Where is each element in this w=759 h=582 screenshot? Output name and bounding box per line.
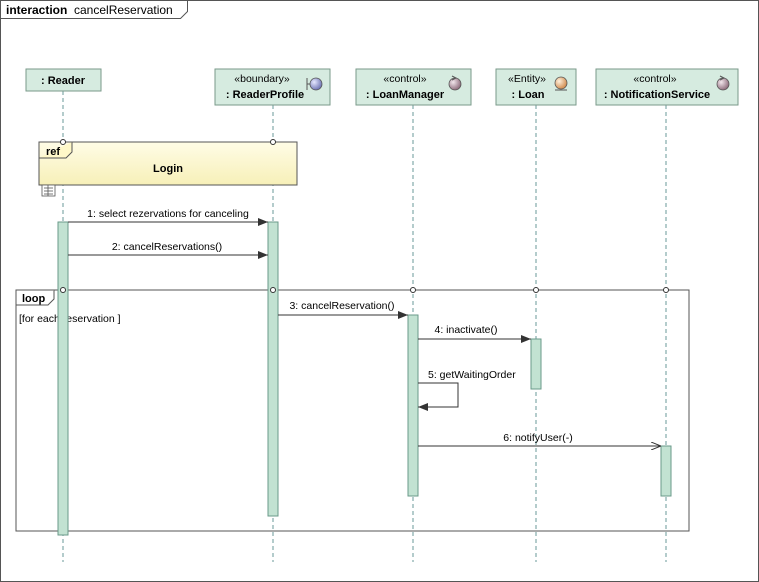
frame-name-tab xyxy=(0,0,188,19)
loop-guard: [for each reservation ] xyxy=(19,313,121,325)
loop-fragment-box[interactable] xyxy=(15,289,690,532)
message-1[interactable]: 1: select rezervations for canceling xyxy=(68,208,268,226)
boundary-icon xyxy=(306,77,323,91)
lifeline-stereotype: «control» xyxy=(383,73,426,85)
control-icon xyxy=(448,75,462,91)
lifeline-stereotype: «boundary» xyxy=(234,73,290,85)
activation-bar-loan[interactable] xyxy=(530,338,542,390)
activation-bar-loanmanager[interactable] xyxy=(407,314,419,497)
frame-keyword: interaction xyxy=(6,3,67,17)
ref-lifeline-junction xyxy=(60,139,66,145)
loop-lifeline-junction xyxy=(533,287,539,293)
lifeline-header-box[interactable] xyxy=(595,68,739,106)
diagram-link-icon[interactable] xyxy=(41,184,56,197)
loop-fragment[interactable]: loop [for each reservation ] xyxy=(15,289,690,532)
ref-fragment-login[interactable]: ref Login xyxy=(38,139,298,197)
lifeline-notificationservice[interactable]: «control» : NotificationService xyxy=(595,68,739,106)
frame-title: cancelReservation xyxy=(74,3,173,17)
loop-lifeline-junction xyxy=(410,287,416,293)
ref-operator-label: ref xyxy=(46,146,60,158)
lifeline-header-box[interactable] xyxy=(25,68,102,92)
lifeline-stereotype: «Entity» xyxy=(508,73,546,85)
message-label: 5: getWaitingOrder xyxy=(428,369,516,381)
lifeline-header-box[interactable] xyxy=(355,68,472,106)
control-icon xyxy=(716,75,730,91)
loop-lifeline-junction xyxy=(663,287,669,293)
lifeline-stereotype: «control» xyxy=(633,73,676,85)
message-self-arrow[interactable] xyxy=(418,382,459,411)
lifeline-readerprofile[interactable]: «boundary» : ReaderProfile xyxy=(214,68,331,106)
activation-bar-reader[interactable] xyxy=(57,221,69,536)
lifeline-reader[interactable]: : Reader xyxy=(25,68,102,92)
lifeline-name: : LoanManager xyxy=(366,89,445,101)
message-3[interactable]: 3: cancelReservation() xyxy=(278,300,408,319)
ref-operator-tab xyxy=(39,142,73,159)
message-4[interactable]: 4: inactivate() xyxy=(418,324,531,343)
lifeline-name: : NotificationService xyxy=(604,89,710,101)
lifeline-name: : Reader xyxy=(41,75,86,87)
message-label: 2: cancelReservations() xyxy=(112,241,222,253)
lifeline-name: : Loan xyxy=(512,89,545,101)
activation-bar-readerprofile[interactable] xyxy=(267,221,279,517)
loop-lifeline-junction xyxy=(270,287,276,293)
loop-operator-tab xyxy=(16,290,55,306)
message-2[interactable]: 2: cancelReservations() xyxy=(68,241,268,259)
message-6[interactable]: 6: notifyUser(-) xyxy=(418,432,661,446)
lifeline-loanmanager[interactable]: «control» : LoanManager xyxy=(355,68,472,106)
loop-lifeline-junction xyxy=(60,287,66,293)
message-label: 4: inactivate() xyxy=(434,324,497,336)
ref-lifeline-junction xyxy=(270,139,276,145)
message-label: 3: cancelReservation() xyxy=(289,300,394,312)
message-5[interactable]: 5: getWaitingOrder xyxy=(418,369,516,411)
loop-operator-label: loop xyxy=(22,293,45,305)
message-label: 1: select rezervations for canceling xyxy=(87,208,249,220)
lifeline-name: : ReaderProfile xyxy=(226,89,304,101)
entity-icon xyxy=(554,76,568,91)
message-label: 6: notifyUser(-) xyxy=(503,432,572,444)
lifeline-loan[interactable]: «Entity» : Loan xyxy=(495,68,577,106)
ref-fragment-box[interactable] xyxy=(38,141,298,186)
ref-name: Login xyxy=(153,163,183,175)
activation-bar-notificationservice[interactable] xyxy=(660,445,672,497)
